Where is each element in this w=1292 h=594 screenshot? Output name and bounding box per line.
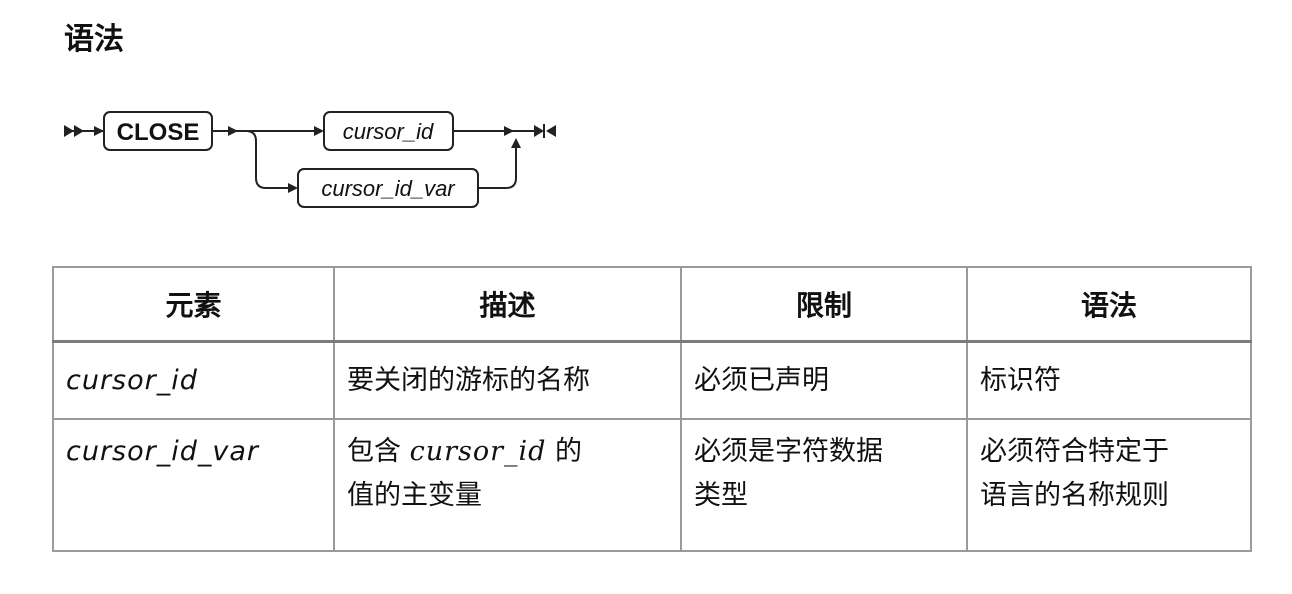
option-box-cursor-id xyxy=(323,111,454,151)
cell-syntax: 必须符合特定于 语言的名称规则 xyxy=(966,418,1252,552)
restriction-text: 必须是字符数据 xyxy=(694,436,883,467)
option-box-cursor-id-var xyxy=(297,168,479,208)
syntax-railroad-diagram: CLOSE cursor_id cursor_id_var xyxy=(64,111,556,208)
table-header-row: 元素 描述 限制 语法 xyxy=(52,266,1252,343)
header-syntax: 语法 xyxy=(966,266,1252,343)
option-label-cursor-id: cursor_id xyxy=(343,119,434,144)
section-title: 语法 xyxy=(64,22,124,57)
header-restriction: 限制 xyxy=(680,266,968,343)
header-description: 描述 xyxy=(333,266,682,343)
cell-element: cursor_id_var xyxy=(52,418,335,552)
restriction-text: 类型 xyxy=(694,480,748,511)
end-arrow-icon xyxy=(534,125,544,137)
cell-description: 包含 cursor_id 的 值的主变量 xyxy=(333,418,682,552)
table-row: cursor_id 要关闭的游标的名称 必须已声明 标识符 xyxy=(52,340,1252,420)
table-row: cursor_id_var 包含 cursor_id 的 值的主变量 必须是字符… xyxy=(52,418,1252,552)
cell-description: 要关闭的游标的名称 xyxy=(333,340,682,420)
parameter-table: 元素 描述 限制 语法 cursor_id 要关闭的游标的名称 必须已声明 标识… xyxy=(52,266,1252,552)
cell-restriction: 必须是字符数据 类型 xyxy=(680,418,968,552)
syntax-text: 必须符合特定于 xyxy=(980,436,1169,467)
keyword-label: CLOSE xyxy=(117,119,200,146)
description-code: cursor_id xyxy=(409,436,547,467)
cell-restriction: 必须已声明 xyxy=(680,340,968,420)
keyword-box xyxy=(103,111,213,151)
option-label-cursor-id-var: cursor_id_var xyxy=(321,176,456,201)
header-element: 元素 xyxy=(52,266,335,343)
syntax-text: 语言的名称规则 xyxy=(980,480,1169,511)
cell-element: cursor_id xyxy=(52,340,335,420)
start-arrow-icon xyxy=(64,125,74,137)
cell-syntax: 标识符 xyxy=(966,340,1252,420)
description-text: 值的主变量 xyxy=(347,480,482,511)
description-text: 的 xyxy=(546,436,583,467)
description-text: 包含 xyxy=(347,436,410,467)
